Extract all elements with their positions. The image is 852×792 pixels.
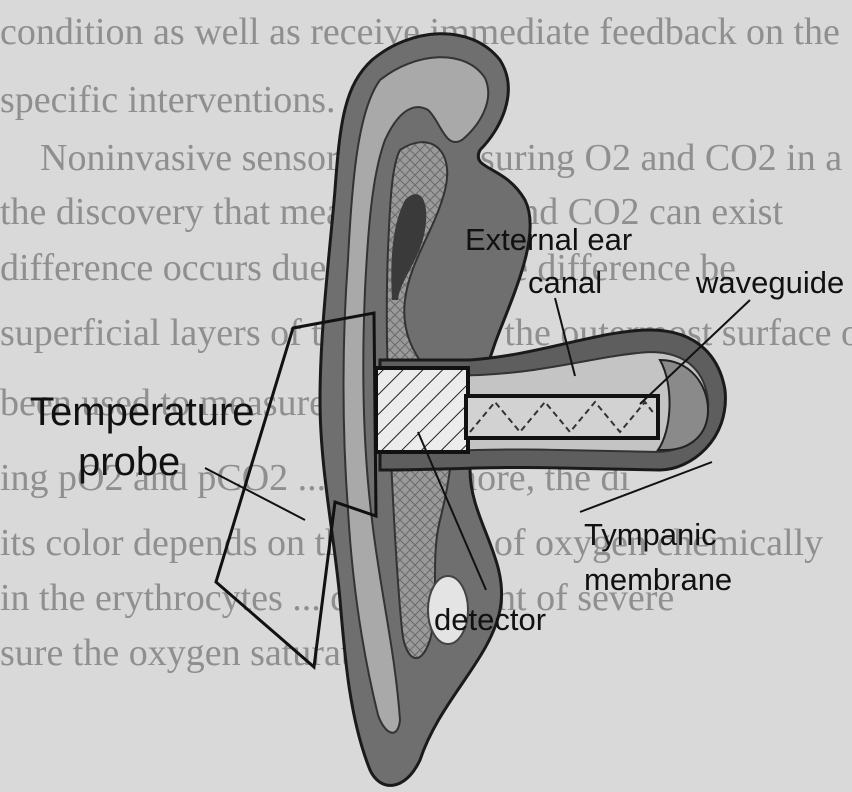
label-external-ear-canal-line2: canal [528,265,602,300]
label-temperature-probe-line1: Temperature [30,390,255,434]
label-external-ear-canal-line1: External ear [465,222,632,257]
label-detector: detector [434,602,546,637]
label-tympanic-membrane-line2: membrane [584,562,732,597]
label-tympanic-membrane-line1: Tympanic [584,517,717,552]
leader-temperature-probe [205,468,305,520]
waveguide-rod [466,396,658,438]
label-waveguide: waveguide [695,265,844,300]
label-temperature-probe-line2: probe [78,440,180,484]
